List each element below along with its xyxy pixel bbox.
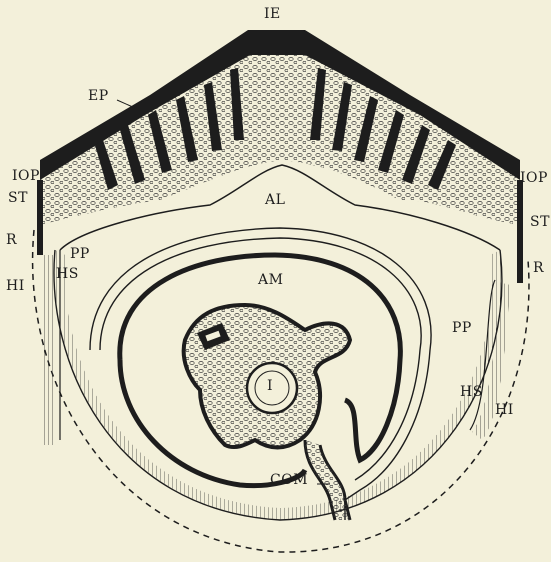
label-hi-right: HI [495, 402, 514, 418]
label-hs-right: HS [460, 384, 483, 400]
label-am: AM [258, 272, 283, 288]
label-i: I [267, 378, 273, 394]
label-st-left: ST [8, 190, 28, 206]
label-al: AL [265, 192, 285, 208]
label-iop-right: IOP [520, 170, 548, 186]
leader-ep [117, 100, 135, 108]
label-r-right: R [533, 260, 544, 276]
label-iop-left: IOP [12, 168, 40, 184]
label-st-right: ST [530, 214, 550, 230]
label-pp-left: PP [70, 246, 90, 262]
left-side-pouch-hatched [42, 255, 55, 445]
label-ie: IE [264, 6, 281, 22]
label-r-left: R [6, 232, 17, 248]
label-pp-right: PP [452, 320, 472, 336]
label-hs-left: HS [56, 266, 79, 282]
label-hi-left: HI [6, 278, 25, 294]
label-com: COM [270, 472, 308, 488]
label-ep: EP [88, 88, 109, 104]
